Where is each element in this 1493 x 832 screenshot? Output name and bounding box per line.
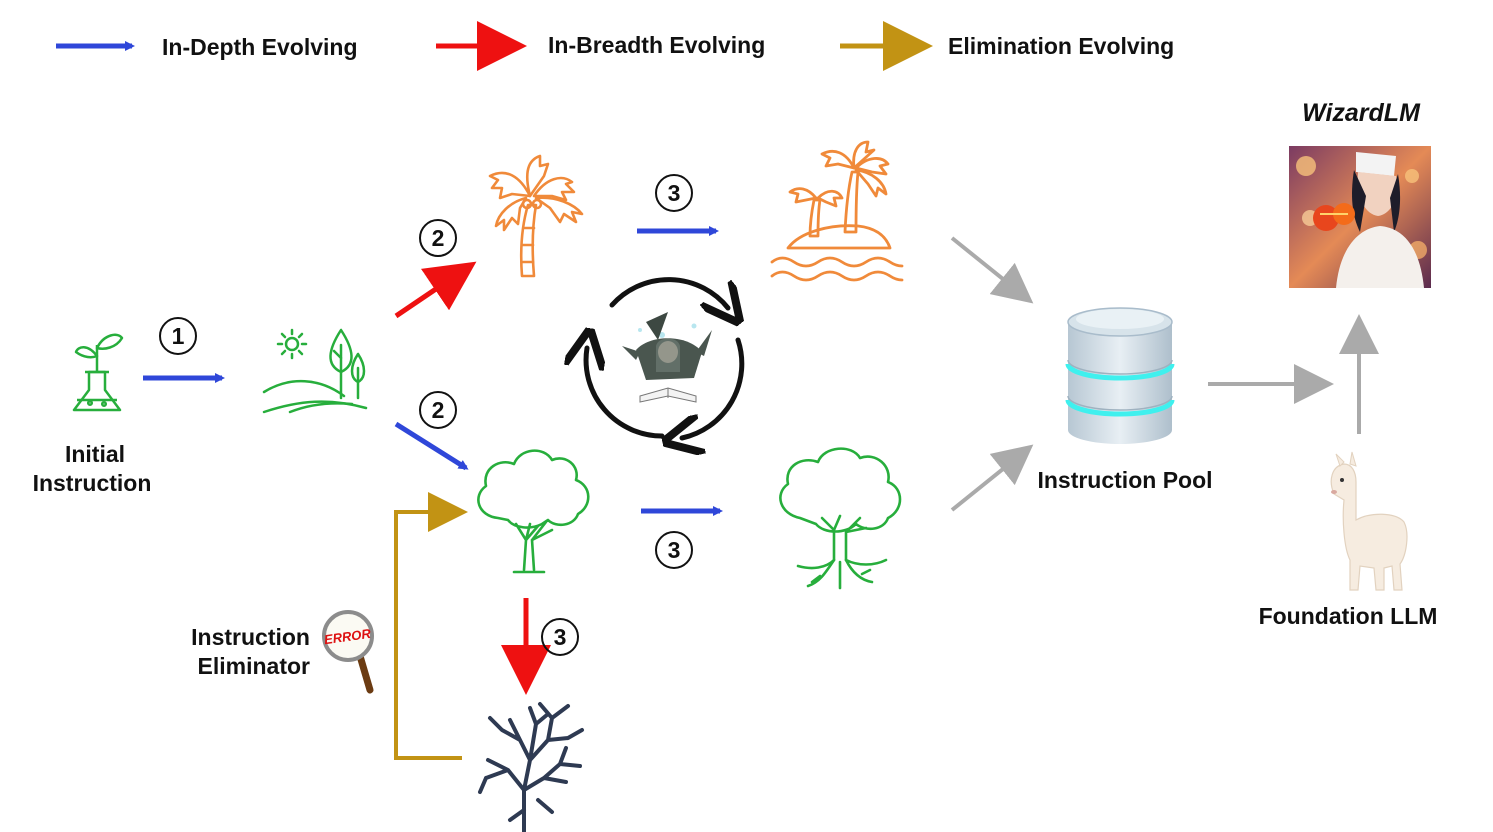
cycle-icon xyxy=(586,277,742,438)
magnifier-icon: ERROR xyxy=(322,610,374,694)
svg-text:2: 2 xyxy=(432,225,445,251)
legend-in-breadth-label: In-Breadth Evolving xyxy=(548,32,765,58)
wizardlm-title: WizardLM xyxy=(1302,99,1421,127)
step-1-marker: 1 xyxy=(159,317,197,355)
rooted-tree-icon xyxy=(779,447,902,590)
legend: In-Depth Evolving In-Breadth Evolving El… xyxy=(56,21,1174,71)
foundation-llm-label: Foundation LLM xyxy=(1259,603,1438,629)
eliminator-label-1: Instruction xyxy=(191,624,310,650)
instruction-pool-label: Instruction Pool xyxy=(1037,467,1212,493)
svg-text:2: 2 xyxy=(432,397,445,423)
step-3-mid-marker: 3 xyxy=(655,531,693,569)
landscape-icon xyxy=(262,328,368,414)
database-icon xyxy=(1065,307,1175,444)
error-stamp: ERROR xyxy=(323,626,372,647)
arrow-rooted-tree-to-pool xyxy=(950,444,1034,512)
eliminator-label-2: Eliminator xyxy=(198,653,311,679)
sprout-flask-icon xyxy=(72,333,124,412)
arrow-island-to-pool xyxy=(950,236,1034,304)
svg-text:3: 3 xyxy=(668,180,681,206)
step-3-bottom-marker: 3 xyxy=(541,618,579,656)
wizardlm-portrait-icon xyxy=(1289,146,1431,288)
step-2-top-marker: 2 xyxy=(419,219,457,257)
legend-in-depth-label: In-Depth Evolving xyxy=(162,34,358,60)
wizard-icon xyxy=(622,312,712,403)
initial-instruction-label-1: Initial xyxy=(65,441,125,467)
arrow-landscape-to-palm xyxy=(394,261,477,319)
alpaca-icon xyxy=(1330,451,1408,591)
svg-text:1: 1 xyxy=(172,323,185,349)
island-icon xyxy=(770,140,904,282)
arrow-eliminator-to-tree xyxy=(394,492,468,760)
step-3-top-marker: 3 xyxy=(655,174,693,212)
dead-tree-icon xyxy=(478,702,584,832)
palm-tree-icon xyxy=(488,154,584,278)
svg-text:3: 3 xyxy=(668,537,681,563)
step-2-bottom-marker: 2 xyxy=(419,391,457,429)
arrow-landscape-to-tree xyxy=(394,421,469,471)
svg-text:3: 3 xyxy=(554,624,567,650)
initial-instruction-label-2: Instruction xyxy=(33,470,152,496)
tree-icon xyxy=(477,449,590,574)
legend-elimination-label: Elimination Evolving xyxy=(948,33,1174,59)
